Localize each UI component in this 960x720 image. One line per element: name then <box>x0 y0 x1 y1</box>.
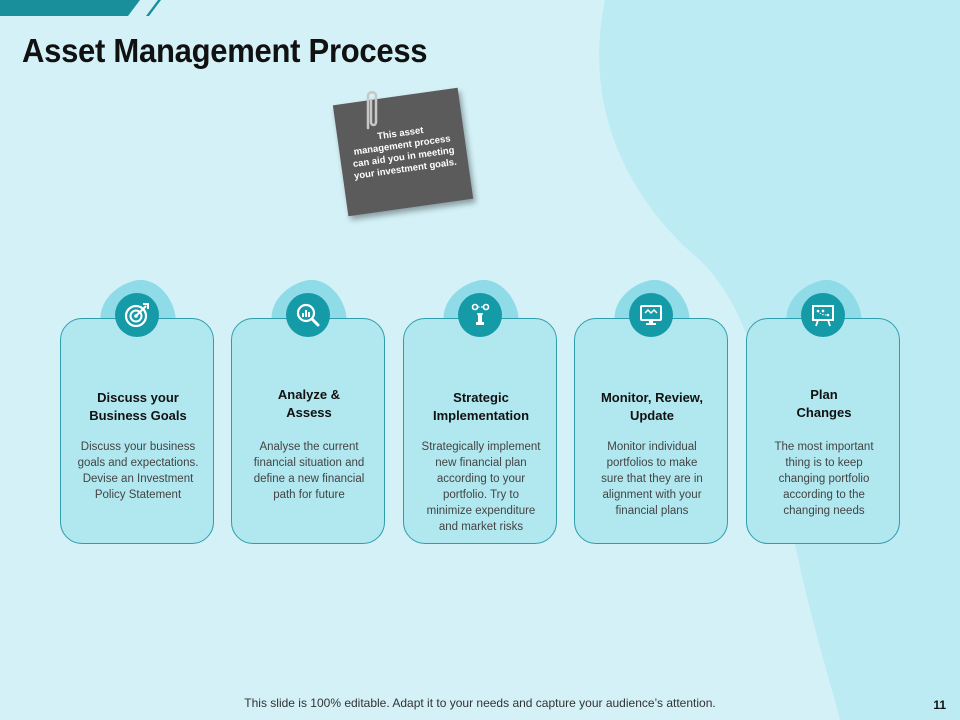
target-icon <box>115 293 159 337</box>
step-card-monitor-review: Monitor, Review,Update Monitor individua… <box>574 318 728 544</box>
step-title: Analyze &Assess <box>277 387 341 420</box>
footer-note: This slide is 100% editable. Adapt it to… <box>244 696 716 710</box>
step-title: Monitor, Review,Update <box>600 390 704 423</box>
page-title: Asset Management Process <box>22 32 428 69</box>
paperclip-icon <box>366 91 378 130</box>
top-accent-bar <box>0 0 140 16</box>
chess-strategy-icon <box>458 293 502 337</box>
magnifier-chart-icon <box>286 293 330 337</box>
page-number: 11 <box>933 698 946 712</box>
sticky-note: This asset management process can aid yo… <box>332 87 474 217</box>
top-accent-stripe <box>146 0 161 16</box>
whiteboard-plan-icon <box>801 293 845 337</box>
monitor-icon <box>629 293 673 337</box>
